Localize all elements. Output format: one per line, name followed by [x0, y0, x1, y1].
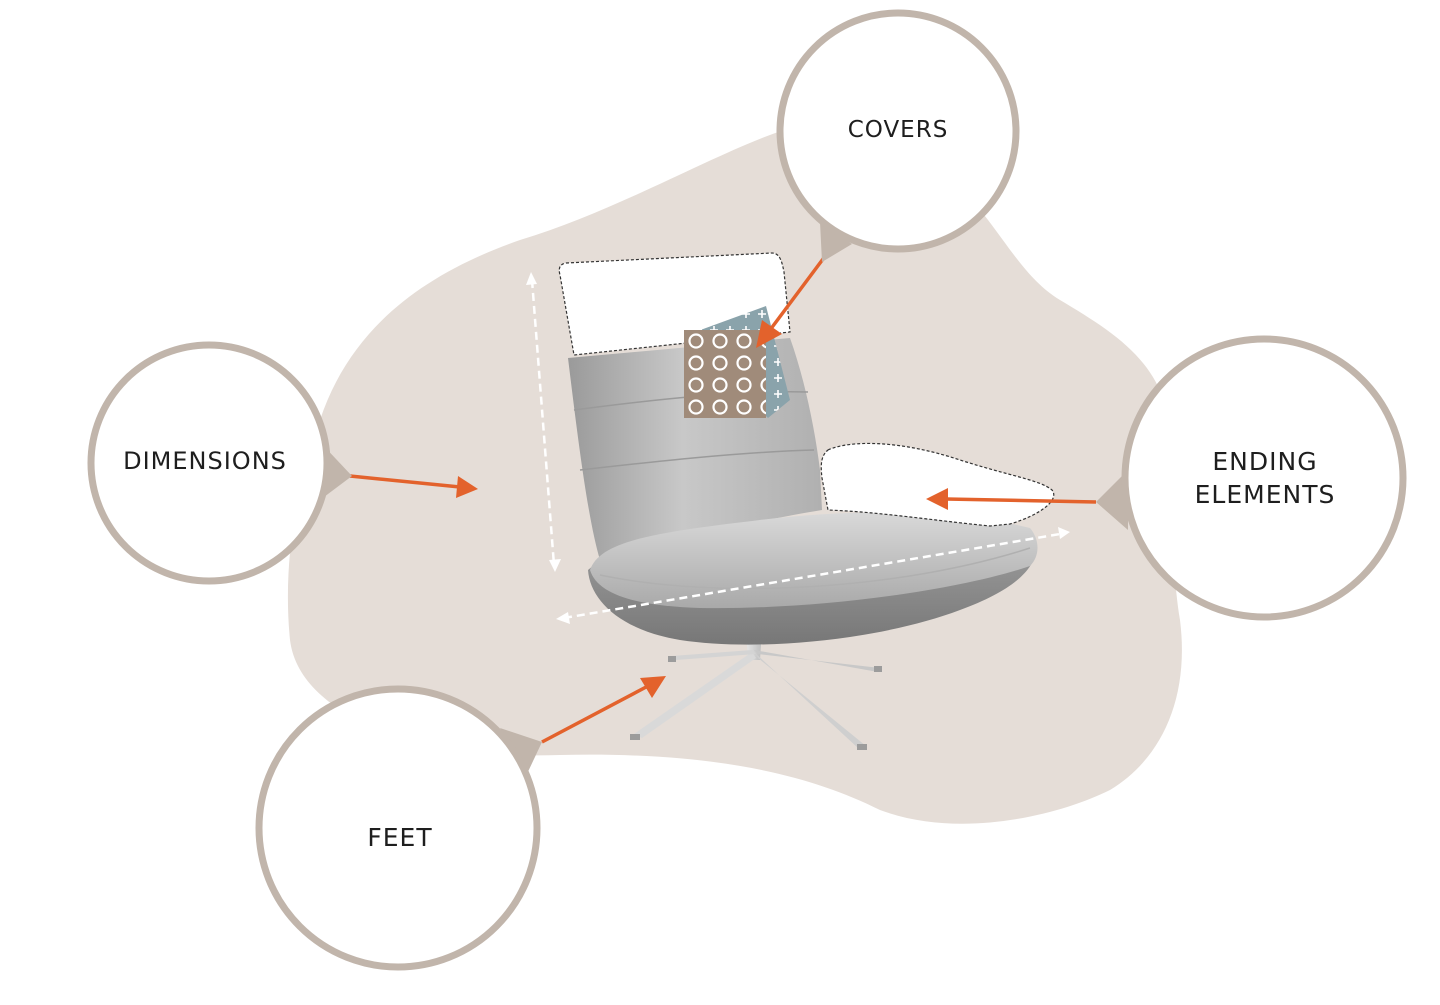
- arrow-dimensions-head: [456, 476, 478, 498]
- bubble-covers: [776, 9, 1020, 262]
- ending-elements-line-1: ENDING: [1212, 447, 1318, 476]
- feet-label[interactable]: FEET: [367, 823, 433, 852]
- bubble-feet: [255, 685, 542, 971]
- arrow-ending-head: [926, 488, 948, 510]
- covers-label[interactable]: COVERS: [847, 117, 949, 143]
- dimension-arrowheads: [526, 272, 1070, 624]
- arrow-feet: [541, 684, 649, 744]
- dimensions-label[interactable]: DIMENSIONS: [123, 447, 287, 475]
- arrow-covers-head: [756, 320, 782, 348]
- arrow-dimensions: [349, 474, 461, 489]
- armrest-outline: [820, 442, 1055, 527]
- orange-arrows: [349, 253, 1097, 744]
- bubble-ending-elements: [1096, 335, 1407, 621]
- arrow-covers: [768, 253, 828, 332]
- arrow-feet-head: [640, 676, 666, 698]
- ending-elements-label[interactable]: ENDING ELEMENTS: [1145, 446, 1385, 511]
- chair-seat: [590, 512, 1038, 609]
- arrow-ending: [945, 497, 1097, 504]
- ending-elements-line-2: ELEMENTS: [1194, 479, 1336, 509]
- bubble-dimensions: [87, 341, 352, 585]
- dimension-lines: [530, 279, 1067, 620]
